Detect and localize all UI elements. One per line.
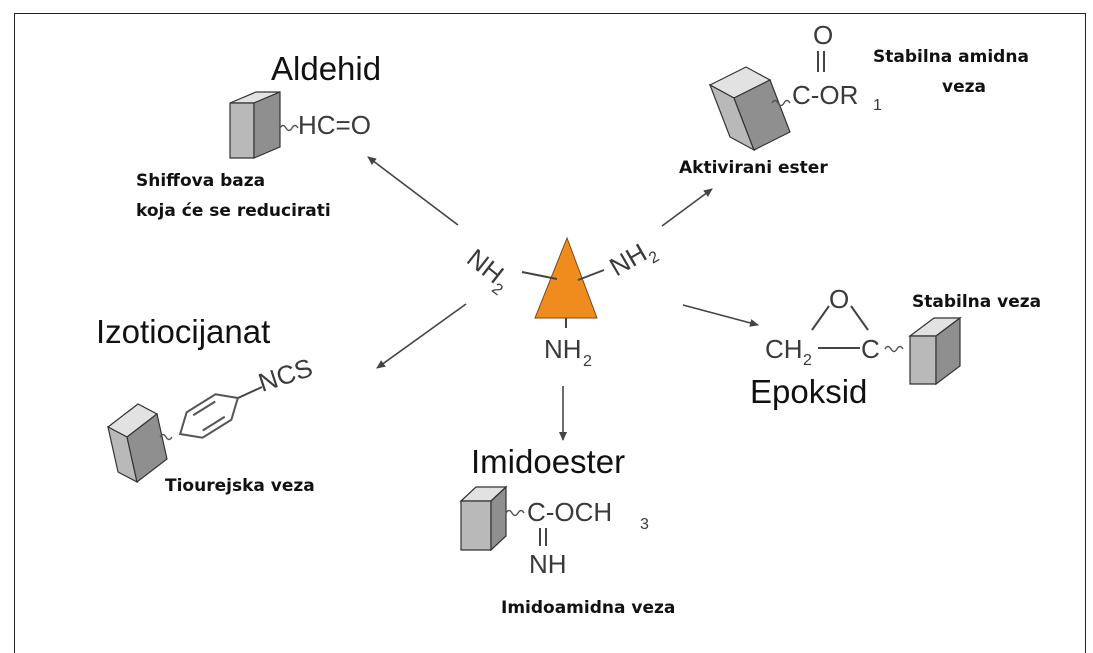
aldehyde-title: Aldehid [271, 50, 381, 87]
protein-cone-shape [534, 236, 598, 319]
ester-group: O C-OR 1 Aktivirani ester Stabilna amidn… [679, 20, 1029, 178]
imidoester-bond: Imidoamidna veza [501, 598, 675, 618]
support-cube-icon [106, 403, 168, 484]
svg-text:2: 2 [583, 353, 592, 370]
epoxide-c: C [861, 334, 880, 364]
aldehyde-bond-line2: koja će se reducirati [136, 201, 331, 221]
arrow-to-epoxide [682, 304, 759, 327]
epoxide-group: O CH 2 C Epoksid Stabilna veza [750, 284, 1041, 410]
ester-bond-line2: veza [942, 77, 986, 97]
crosslinker-reaction-diagram: NH 2 NH 2 NH 2 Aldehid HC=O Shiffova baz… [96, 20, 1041, 618]
svg-text:3: 3 [640, 516, 649, 533]
epoxide-oxygen: O [829, 284, 849, 314]
isothiocyanate-title: Izotiocijanat [96, 313, 270, 350]
aldehyde-bond-line1: Shiffova baza [136, 171, 265, 191]
isothiocyanate-formula: NCS [255, 352, 316, 397]
svg-text:2: 2 [803, 352, 812, 369]
imidoester-title: Imidoester [471, 443, 625, 480]
support-cube-icon [459, 485, 508, 552]
ester-label: Aktivirani ester [679, 158, 828, 178]
diagram-frame [14, 13, 1086, 653]
ester-oxygen: O [813, 20, 833, 50]
central-protein: NH 2 NH 2 NH 2 [461, 236, 662, 370]
nh2-right-label: NH [604, 237, 652, 282]
arrow-to-isothiocyanate [376, 303, 467, 369]
support-cube-icon [708, 66, 791, 152]
ester-bond-line1: Stabilna amidna [873, 47, 1029, 67]
epoxide-ch2: CH [765, 334, 803, 364]
epoxide-bond: Stabilna veza [912, 292, 1041, 312]
ester-formula: C-OR [792, 80, 858, 110]
svg-text:1: 1 [873, 97, 882, 114]
imidoester-formula: C-OCH [527, 497, 612, 527]
imidoester-nh: NH [529, 549, 567, 579]
isothiocyanate-group: Izotiocijanat NCS Tiourejska veza [96, 313, 316, 496]
imidoester-group: Imidoester C-OCH 3 NH Imidoamidna veza [459, 443, 675, 618]
aldehyde-formula: HC=O [298, 110, 371, 140]
isothiocyanate-bond: Tiourejska veza [165, 476, 315, 496]
aldehyde-group: Aldehid HC=O Shiffova baza koja će se re… [136, 50, 381, 221]
benzene-ring-icon [178, 393, 240, 439]
support-cube-icon [229, 91, 281, 159]
nh2-bottom-label: NH [544, 334, 582, 364]
support-cube-icon [908, 316, 962, 386]
arrow-to-ester [661, 188, 713, 227]
arrow-to-aldehyde [367, 156, 459, 226]
epoxide-title: Epoksid [750, 373, 867, 410]
